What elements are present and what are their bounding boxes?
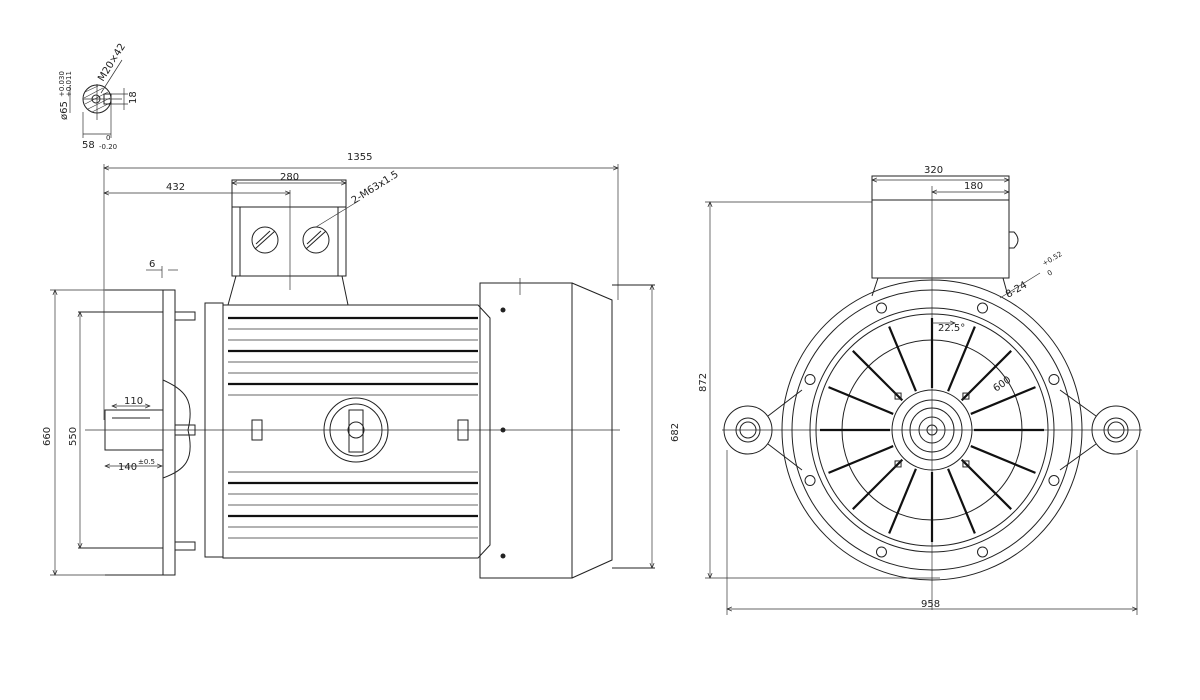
rib-line xyxy=(852,350,904,402)
cable-entry-label: 2-M63x1.5 xyxy=(350,169,401,206)
bolt-hole xyxy=(875,302,887,314)
shaft-key-label: 18 xyxy=(128,91,139,104)
shaft-depth-tol-lower: -0.20 xyxy=(99,143,117,151)
rib-line xyxy=(947,326,976,392)
mount-holes-tol-lower: 0 xyxy=(1046,269,1054,278)
bolt-hole xyxy=(1048,475,1060,487)
terminal-offset-label: 432 xyxy=(166,182,185,193)
rib-line xyxy=(888,326,917,392)
rib-line xyxy=(828,445,894,474)
bolt-hole xyxy=(804,475,816,487)
shaft-depth-label: 58 xyxy=(82,140,95,151)
bearing-bolt xyxy=(962,460,970,468)
bolt-hole xyxy=(804,373,816,385)
shaft-diameter-tol-lower: +0.011 xyxy=(65,71,73,97)
rib-line xyxy=(970,386,1036,415)
mount-holes-label: 8-24 xyxy=(1004,280,1029,301)
rib-line xyxy=(852,458,904,510)
shaft-depth-tol-upper: 0 xyxy=(106,134,110,142)
rib-line xyxy=(947,468,976,534)
terminal-width-label: 280 xyxy=(280,172,299,183)
angle-label: 22.5° xyxy=(938,323,965,334)
front-height-label: 872 xyxy=(698,373,709,392)
rib-line xyxy=(960,350,1012,402)
shaft-length-label: 110 xyxy=(124,396,143,407)
bolt-holes xyxy=(804,302,1060,558)
bearing-bolt xyxy=(894,392,902,400)
bolt-hole xyxy=(977,546,989,558)
bolt-hole xyxy=(977,302,989,314)
shaft-base-label: 140 xyxy=(118,462,137,473)
height-inner-label: 550 xyxy=(68,427,79,446)
rib-line xyxy=(888,468,917,534)
cooling-fins xyxy=(228,316,478,539)
pcd-label: 600 xyxy=(991,374,1013,394)
height-outer-label: 660 xyxy=(42,427,53,446)
front-terminal-offset-label: 180 xyxy=(964,181,983,192)
rib-line xyxy=(828,386,894,415)
rib-line xyxy=(960,458,1012,510)
front-width-label: 958 xyxy=(921,599,940,610)
rib-line xyxy=(970,445,1036,474)
shaft-diameter-tol-upper: +0.030 xyxy=(58,71,66,97)
shaft-thread-label: M20×42 xyxy=(96,42,128,84)
bearing-bolt xyxy=(894,460,902,468)
body-height-label: 682 xyxy=(670,423,681,442)
shaft-diameter-label: ø65 xyxy=(59,101,70,120)
front-ribs xyxy=(820,318,1044,542)
bearing-bolt xyxy=(962,392,970,400)
front-view xyxy=(705,175,1142,615)
overall-length-label: 1355 xyxy=(347,152,372,163)
front-terminal-width-label: 320 xyxy=(924,165,943,176)
flange-thickness-label: 6 xyxy=(149,259,155,270)
side-view xyxy=(50,164,655,579)
shaft-base-tol: ±0.5 xyxy=(138,458,155,466)
mount-holes-tol-upper: +0.52 xyxy=(1041,250,1064,268)
bolt-hole xyxy=(875,546,887,558)
bolt-hole xyxy=(1048,373,1060,385)
shaft-end-detail xyxy=(69,59,128,138)
